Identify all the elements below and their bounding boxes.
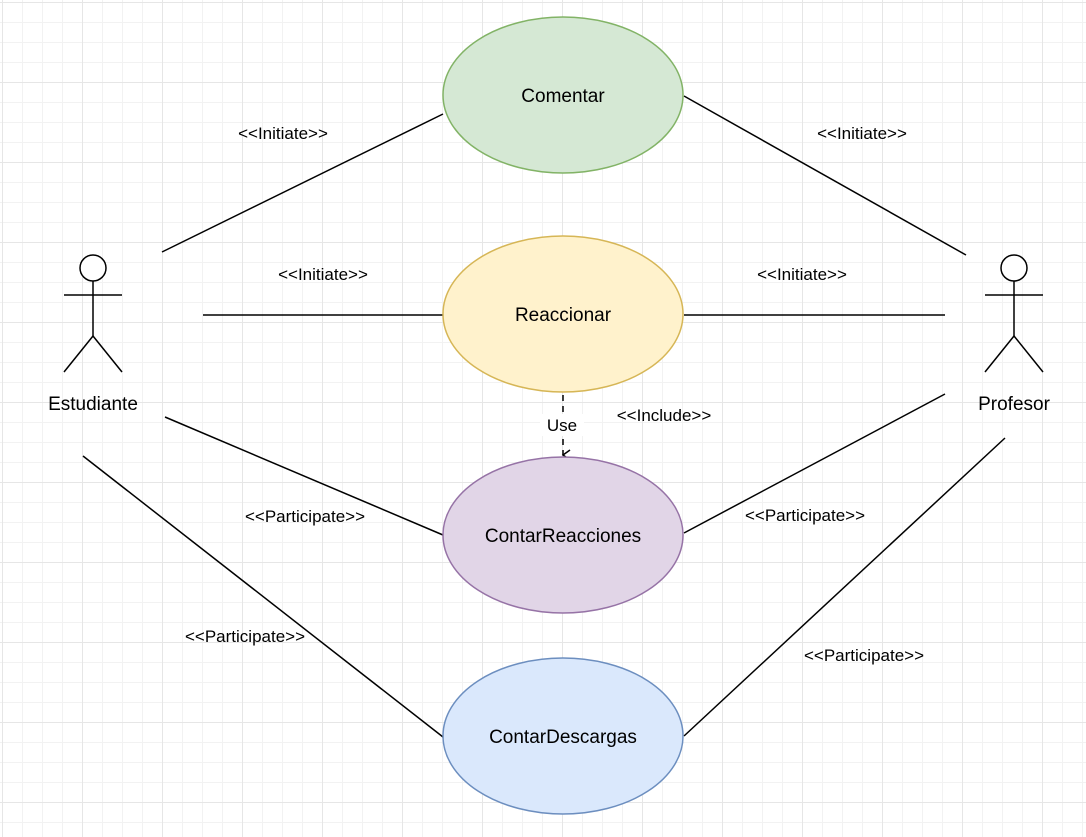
association-profesor-contar-reacciones [683,393,946,534]
use-case-comentar-label: Comentar [521,86,605,107]
use-case-contar-reacciones-ellipse [442,456,684,614]
association-label-estudiante-contar-descargas: <<Participate>> [185,627,305,646]
association-estudiante-comentar [161,113,444,253]
association-estudiante-contar-descargas [82,455,444,738]
dependency-use-label: Use [547,416,577,435]
actor-profesor[interactable]: Profesor [978,254,1051,415]
use-case-comentar-ellipse [442,16,684,174]
use-case-comentar[interactable]: Comentar [442,16,684,174]
association-profesor-comentar [683,95,967,256]
association-profesor-contar-descargas [683,437,1006,737]
association-estudiante-contar-reacciones [164,416,444,536]
use-case-reaccionar-label: Reaccionar [515,305,612,326]
use-case-contar-reacciones-label: ContarReacciones [485,526,641,547]
use-case-contar-descargas-ellipse [442,657,684,815]
use-case-reaccionar-ellipse [442,235,684,393]
association-label-profesor-comentar: <<Initiate>> [817,124,907,143]
use-case-contar-descargas-label: ContarDescargas [489,727,637,748]
use-case-contar-reacciones[interactable]: ContarReacciones [442,456,684,614]
actor-profesor-label: Profesor [978,394,1050,415]
use-case-contar-descargas[interactable]: ContarDescargas [442,657,684,815]
association-label-estudiante-reaccionar: <<Initiate>> [278,265,368,284]
association-label-profesor-reaccionar: <<Initiate>> [757,265,847,284]
association-label-estudiante-contar-reacciones: <<Participate>> [245,507,365,526]
association-label-profesor-contar-reacciones: <<Participate>> [745,506,865,525]
association-label-estudiante-comentar: <<Initiate>> [238,124,328,143]
actor-estudiante-label: Estudiante [48,394,138,415]
include-stereotype-label: <<Include>> [617,406,712,425]
actor-estudiante[interactable]: Estudiante [48,254,138,415]
association-label-profesor-contar-descargas: <<Participate>> [804,646,924,665]
use-case-reaccionar[interactable]: Reaccionar [442,235,684,393]
stick-figure-icon [984,254,1044,373]
use-label-background [540,414,584,436]
stick-figure-icon [63,254,123,373]
